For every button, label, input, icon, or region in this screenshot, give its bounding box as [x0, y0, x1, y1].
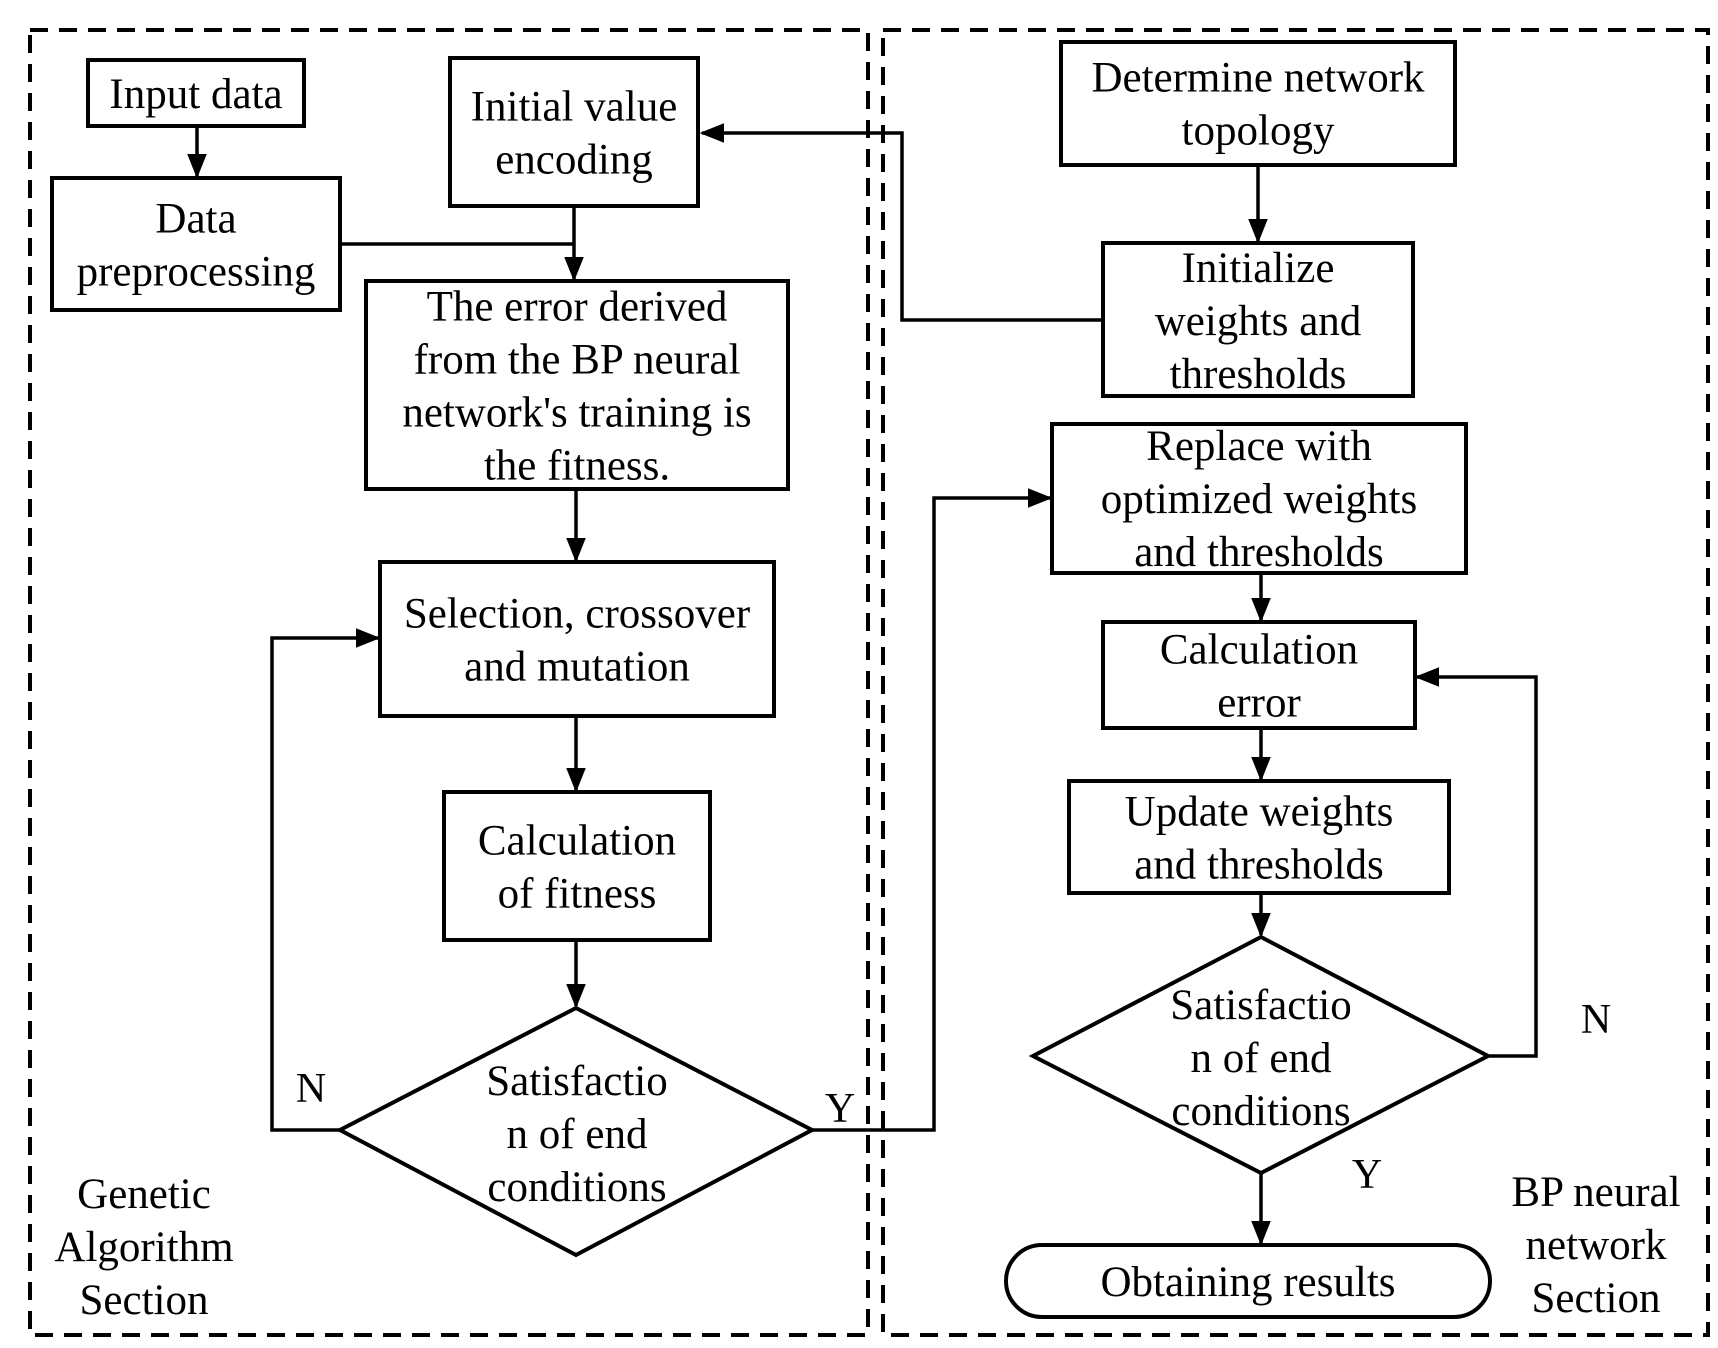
arrow-ga-no-loop	[270, 628, 381, 1132]
calc-error-label: Calculation error	[1160, 627, 1358, 727]
label-line: Obtaining results	[1101, 1259, 1396, 1306]
obtaining-results-terminal	[1004, 1243, 1492, 1319]
label-line: from the BP neural	[414, 337, 741, 384]
label-line: and thresholds	[1134, 842, 1384, 889]
label-line: BP neural	[1511, 1169, 1680, 1216]
ga-decision-label: Satisfactio n of end conditions	[486, 1058, 668, 1211]
bp-no-label: N	[1581, 997, 1611, 1043]
update-weights-label: Update weights and thresholds	[1125, 789, 1394, 889]
label-line: Calculation	[1160, 627, 1358, 674]
label-line: network	[1526, 1222, 1667, 1269]
calculation-of-fitness-box	[442, 790, 712, 942]
label-line: and thresholds	[1134, 529, 1384, 576]
label-line: of fitness	[498, 871, 657, 918]
label-line: Data	[155, 196, 236, 243]
label-line: Selection, crossover	[404, 591, 750, 638]
label-line: and mutation	[464, 644, 690, 691]
label-line: n of end	[507, 1111, 648, 1158]
selection-label: Selection, crossover and mutation	[404, 591, 750, 691]
label-line: Satisfactio	[486, 1058, 668, 1105]
label-line: thresholds	[1170, 351, 1347, 398]
label-line: Initialize	[1182, 245, 1335, 292]
label-line: network's training is	[402, 390, 751, 437]
input-data-label: Input data	[109, 71, 282, 118]
label-line: Calculation	[478, 818, 676, 865]
data-preprocessing-label: Data preprocessing	[77, 196, 316, 296]
label-line: optimized weights	[1101, 476, 1417, 523]
label-line: weights and	[1155, 298, 1362, 345]
label-line: Section	[1532, 1275, 1661, 1322]
label-line: conditions	[487, 1164, 666, 1211]
label-line: Genetic	[77, 1171, 211, 1218]
label-line: Update weights	[1125, 789, 1394, 836]
label-line: encoding	[495, 137, 653, 184]
input-data-box	[86, 58, 306, 128]
results-label: Obtaining results	[1101, 1259, 1396, 1306]
arrow-ga-yes-to-replace	[812, 488, 1053, 1132]
ga-end-condition-diamond	[335, 1005, 817, 1258]
ga-yes-label: Y	[825, 1086, 855, 1132]
label-line: Determine network	[1091, 55, 1425, 102]
label-line: error	[1217, 680, 1301, 727]
label-line: Input data	[109, 71, 282, 118]
selection-crossover-mutation-box	[378, 560, 776, 718]
label-line: Algorithm	[54, 1224, 233, 1271]
initial-value-encoding-box	[448, 56, 700, 208]
genetic-algorithm-section-frame	[28, 28, 870, 1337]
label-line: the fitness.	[484, 443, 670, 490]
fitness-error-box	[364, 279, 790, 491]
label-line: Replace with	[1146, 423, 1372, 470]
bp-yes-label: Y	[1352, 1152, 1382, 1198]
label-line: preprocessing	[77, 249, 316, 296]
label-line: Section	[80, 1277, 209, 1324]
arrow-bp-no-loop	[1414, 667, 1538, 1058]
arrow-init-weights-to-encoding	[699, 123, 1103, 322]
update-weights-box	[1067, 779, 1451, 895]
ga-no-label: N	[296, 1066, 326, 1112]
initial-value-encoding-label: Initial value encoding	[471, 84, 678, 184]
label-line: topology	[1182, 108, 1335, 155]
bp-decision-label: Satisfactio n of end conditions	[1170, 982, 1352, 1135]
determine-topology-label: Determine network topology	[1091, 55, 1425, 155]
fitness-error-label: The error derived from the BP neural netwo…	[402, 284, 751, 490]
label-line: Initial value	[471, 84, 678, 131]
label-line: Satisfactio	[1170, 982, 1352, 1029]
init-weights-label: Initialize weights and thresholds	[1155, 245, 1362, 398]
label-line: conditions	[1171, 1088, 1350, 1135]
calc-fitness-label: Calculation of fitness	[478, 818, 676, 918]
label-line: n of end	[1191, 1035, 1332, 1082]
replace-weights-label: Replace with optimized weights and thresho…	[1101, 423, 1417, 576]
bp-network-section-frame	[881, 28, 1710, 1337]
label-line: The error derived	[427, 284, 728, 331]
determine-topology-box	[1059, 40, 1457, 167]
